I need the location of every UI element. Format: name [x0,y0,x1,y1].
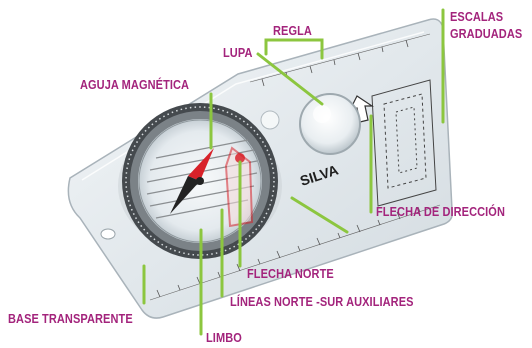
leader-regla [264,38,324,60]
label-escalas-line1: ESCALAS [450,10,504,24]
label-flecha-direccion: FLECHA DE DIRECCIÓN [376,205,505,219]
label-lineas-norte-sur: LÍNEAS NORTE -SUR AUXILIARES [230,295,414,309]
label-escalas-line2: GRADUADAS [450,27,523,41]
graduated-scales [371,79,437,207]
label-regla: REGLA [273,24,312,38]
magnetic-needle [170,148,214,214]
leader-plate-edge [290,196,349,234]
label-lupa: LUPA [223,46,253,60]
leader-lines [142,8,445,336]
label-aguja-magnetica: AGUJA MAGNÉTICA [80,78,190,92]
label-flecha-norte: FLECHA NORTE [247,267,334,281]
label-limbo: LIMBO [206,331,242,345]
leader-lupa [256,52,324,106]
label-base-transparente: BASE TRANSPARENTE [8,312,133,326]
magnifying-lens [260,93,361,155]
top-ruler-scale [249,33,431,87]
